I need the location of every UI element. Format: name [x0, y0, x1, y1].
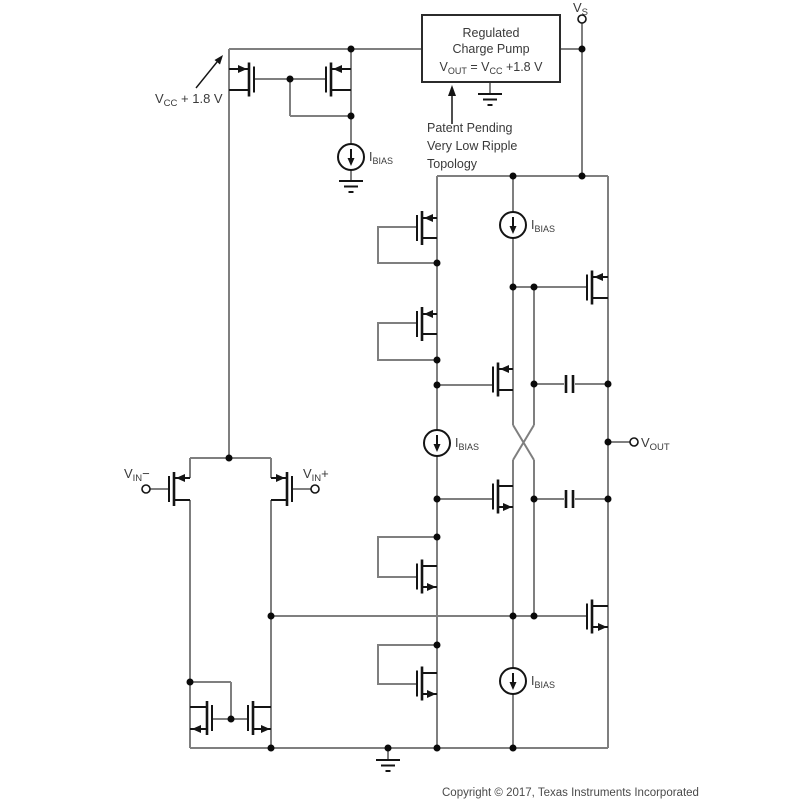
compensation-capacitor-bottom [564, 490, 575, 508]
patent-note-line3: Topology [427, 157, 478, 171]
nmos-source-arrow [598, 623, 607, 631]
current-source-arrowhead [347, 158, 355, 166]
pmos-source-arrow [594, 273, 603, 281]
vin-minus-terminal-circle [141, 484, 151, 494]
patent-note-line2: Very Low Ripple [427, 139, 517, 153]
patent-pointer-arrowhead [448, 85, 456, 96]
vout-label: VOUT [641, 435, 670, 453]
ibias-label: IBIAS [455, 436, 479, 452]
diode-loop-wires [377, 226, 437, 685]
bias-gate-tap-wires [437, 384, 493, 500]
pmos-source-arrow [276, 474, 285, 482]
current-source-arrowhead [509, 682, 517, 690]
charge-pump-block: Regulated Charge Pump VOUT = VCC +1.8 V [421, 14, 561, 83]
vout-terminal-circle [629, 437, 639, 447]
vin-plus-terminal-circle [310, 484, 320, 494]
ground-symbol-bottom-rail [376, 759, 400, 772]
current-source-ibias-2: IBIAS [499, 211, 555, 239]
nmos-source-arrow [427, 690, 436, 698]
vin-minus-terminal: VIN− [124, 466, 151, 494]
pmos-input-plus [271, 472, 293, 506]
pmos-source-arrow [424, 310, 433, 318]
vcc-callout-arrowhead [214, 55, 223, 65]
nmos-mirror-right [247, 701, 271, 735]
ground-stem-wires [387, 82, 491, 760]
vcc-rail-callout: VCC + 1.8 V [155, 55, 223, 109]
ibias-label: IBIAS [531, 218, 555, 234]
vs-terminal: VS [573, 0, 588, 24]
pmos-input-minus [168, 472, 190, 506]
junction-dots [186, 45, 612, 752]
patent-note-line1: Patent Pending [427, 121, 513, 135]
pmos-diode-stack-2 [416, 307, 437, 341]
ibias-label: IBIAS [369, 150, 393, 166]
nmos-classab-lower [492, 479, 513, 514]
pmos-source-arrow [238, 65, 247, 73]
patent-annotation: Patent Pending Very Low Ripple Topology [427, 85, 517, 171]
nmos-source-arrow [192, 725, 201, 733]
vcc-callout-arrow-line [195, 61, 218, 89]
nmos-mirror-left-diode [190, 701, 213, 735]
capacitor-wires [534, 383, 608, 500]
current-source-circle [337, 143, 365, 171]
pmos-source-arrow [500, 365, 509, 373]
current-source-circle [499, 211, 527, 239]
pmos-diode-stack-1 [416, 211, 437, 245]
top-mirror-gate-wire [254, 78, 351, 117]
pmos-mirror-left [229, 62, 255, 97]
vin-minus-label: VIN− [124, 466, 150, 484]
current-source-ibias-1: IBIAS [337, 143, 393, 171]
capacitor-plates [564, 490, 575, 508]
vs-supply-wire [560, 23, 583, 176]
pmos-output [586, 270, 608, 305]
current-source-arrowhead [509, 226, 517, 234]
nmos-source-arrow [261, 725, 270, 733]
top-supply-rail-wire [228, 48, 422, 458]
charge-pump-title-line2: Charge Pump [452, 42, 529, 56]
copyright-notice: Copyright © 2017, Texas Instruments Inco… [442, 787, 699, 799]
current-source-ibias-3: IBIAS [423, 429, 479, 457]
pmos-classab-upper [492, 362, 513, 397]
vout-terminal: VOUT [629, 435, 670, 453]
charge-pump-box [421, 14, 561, 83]
nmos-source-arrow [503, 503, 512, 511]
vs-label: VS [573, 0, 588, 18]
wires [150, 23, 630, 760]
pmos-source-arrow [176, 474, 185, 482]
compensation-capacitor-top [564, 375, 575, 393]
crossover-wires [512, 424, 535, 461]
current-source-ibias-4: IBIAS [499, 667, 555, 695]
ground-symbol-top-left [339, 180, 363, 193]
vs-terminal-circle [577, 14, 587, 24]
current-source-arrowhead [433, 444, 441, 452]
nmos-output [586, 599, 608, 634]
pmos-source-arrow [333, 65, 342, 73]
current-source-circle [499, 667, 527, 695]
pmos-source-arrow [424, 214, 433, 222]
nmos-source-arrow [427, 583, 436, 591]
nmos-diode-stack-2 [416, 666, 437, 701]
ibias-label: IBIAS [531, 674, 555, 690]
pmos-mirror-right-diode [325, 62, 351, 97]
nmos-diode-stack-1 [416, 559, 437, 594]
vin-plus-terminal: VIN+ [303, 466, 329, 494]
vin-plus-label: VIN+ [303, 466, 329, 484]
vcc-rail-label: VCC + 1.8 V [155, 91, 223, 109]
capacitor-plates [564, 375, 575, 393]
ground-symbol-charge-pump [478, 93, 502, 106]
current-source-circle [423, 429, 451, 457]
mirror-diode-link-wire [190, 681, 248, 720]
charge-pump-formula: VOUT = VCC +1.8 V [440, 60, 544, 76]
charge-pump-title-line1: Regulated [463, 26, 520, 40]
